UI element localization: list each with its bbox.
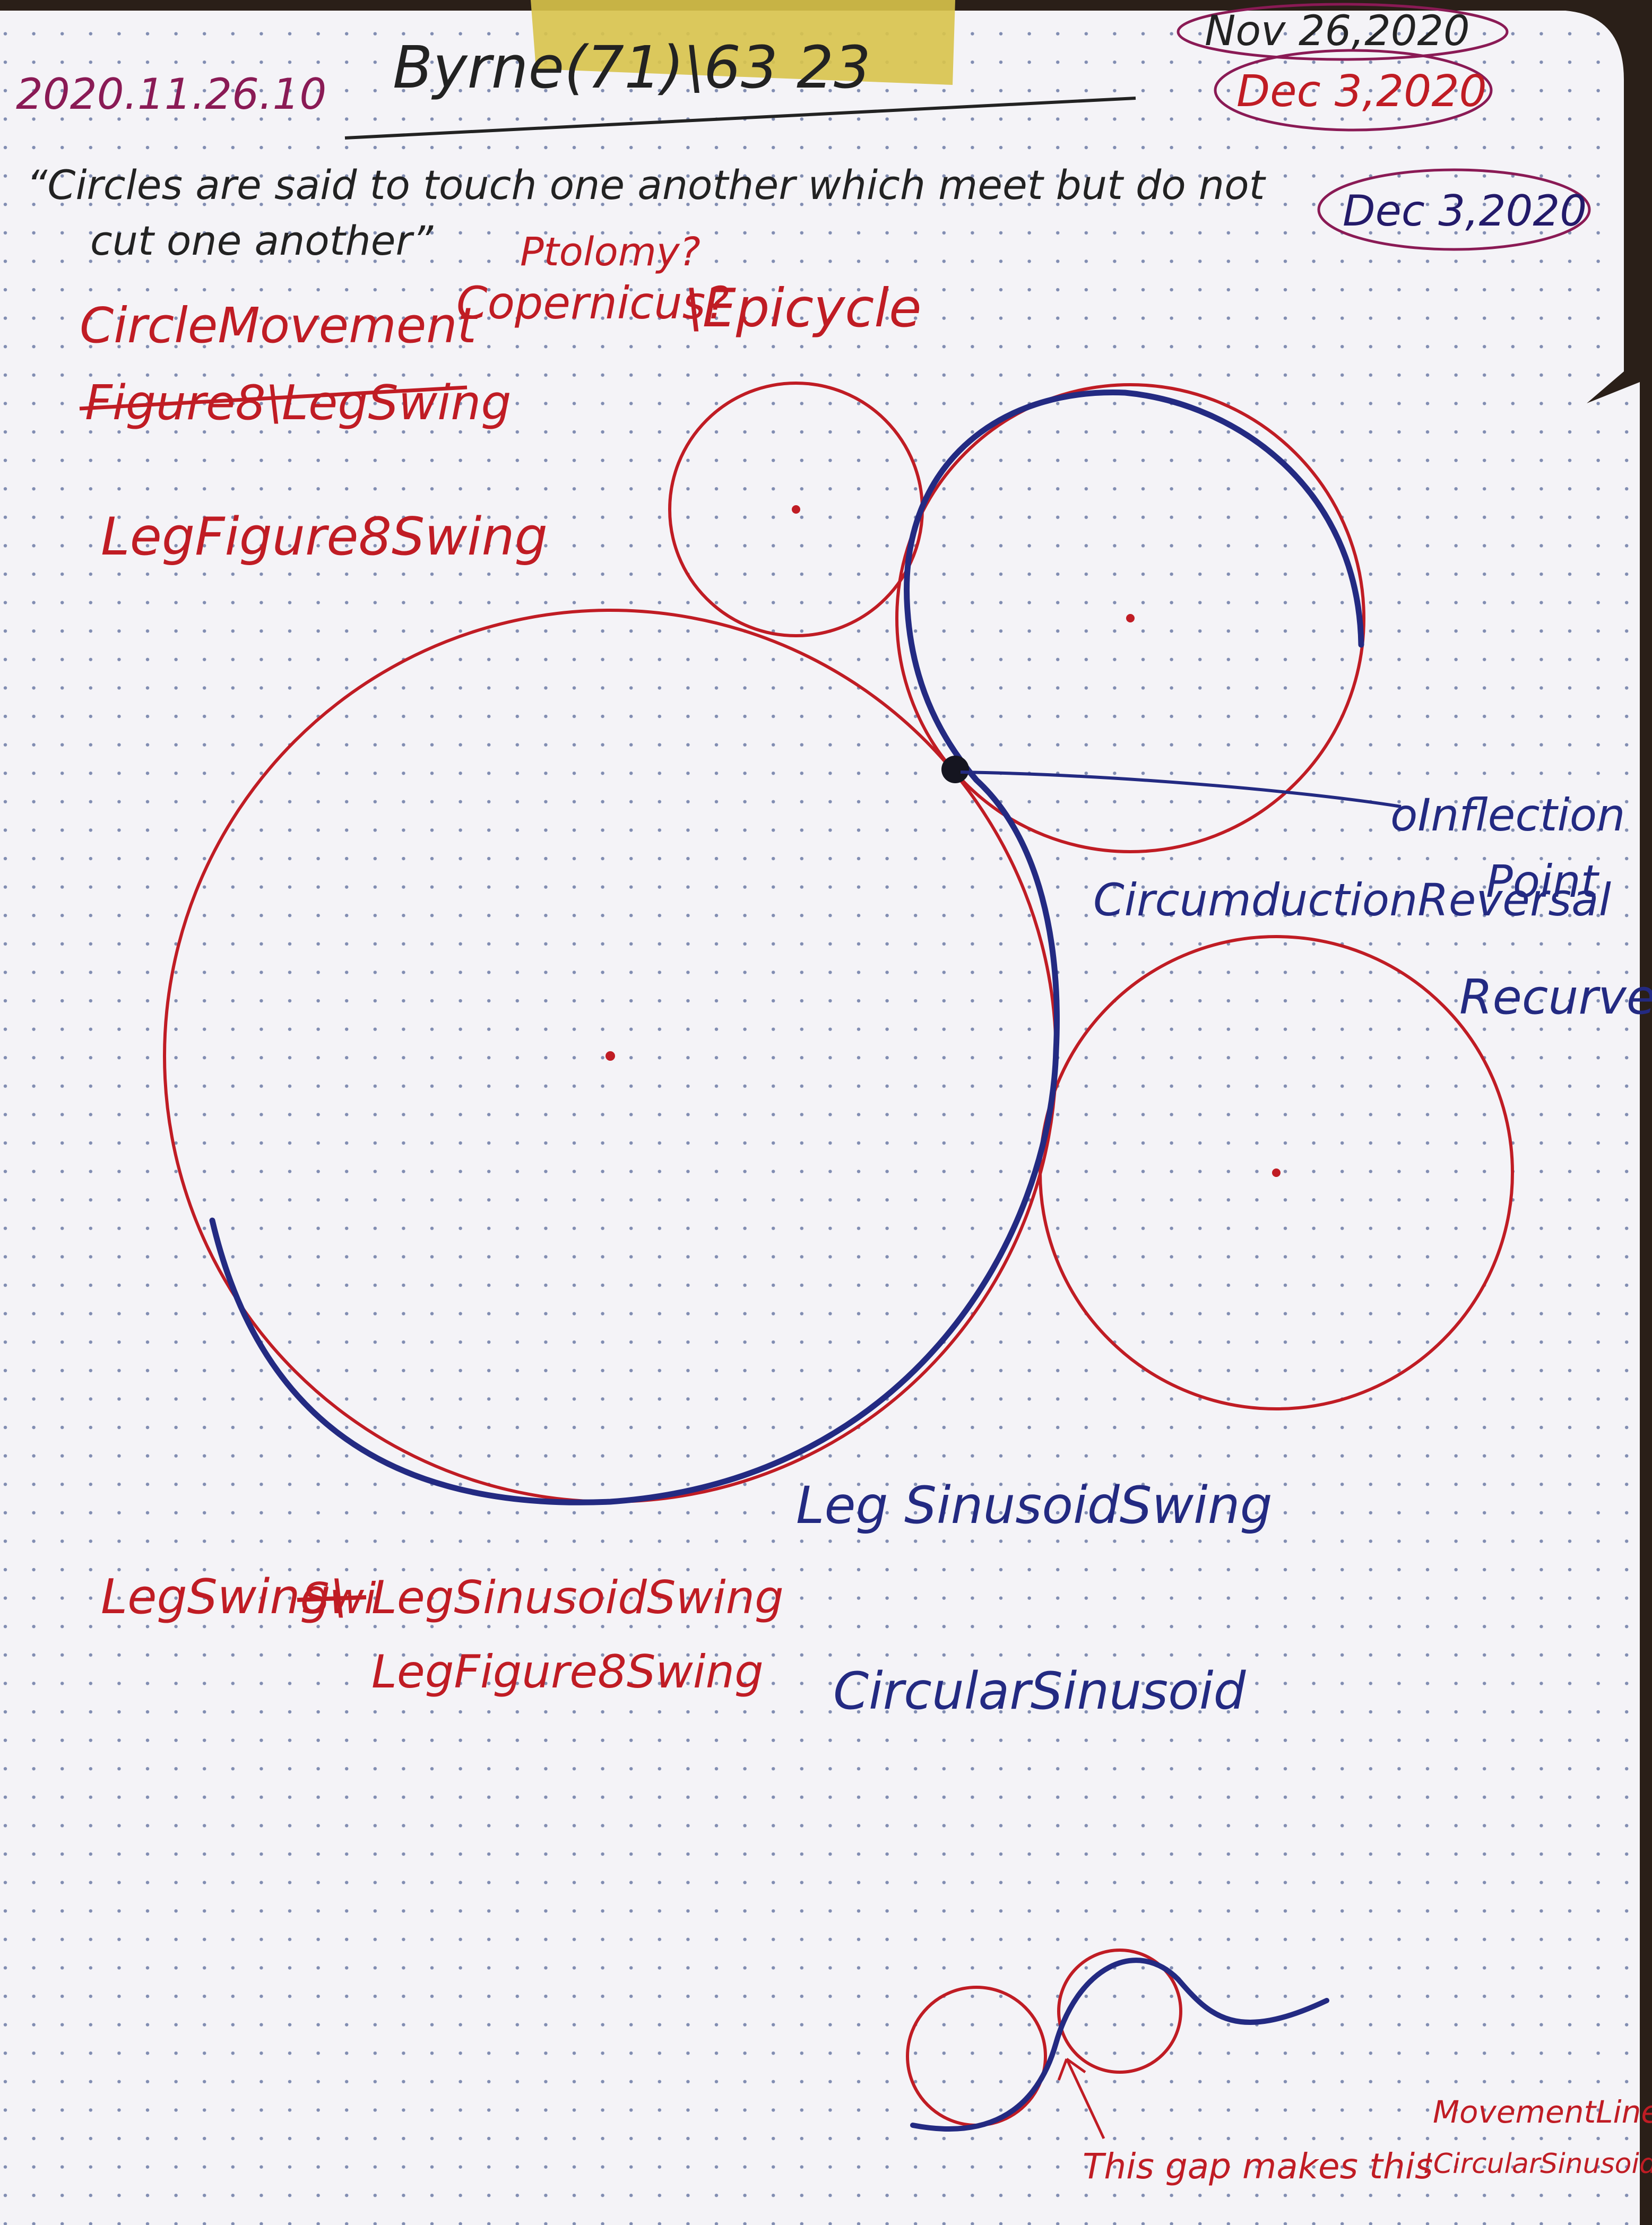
note-leg-figure8-swing: LegFigure8Swing (101, 507, 548, 567)
date-nov-oval (1177, 3, 1509, 61)
date-dec-right-oval (1317, 168, 1591, 251)
strike-figure8 (79, 385, 468, 411)
date-dec-top: Dec 3,2020 (1236, 66, 1487, 117)
date-dec-right: Dec 3,2020 (1343, 186, 1587, 236)
label-recurve: Recurve (1459, 969, 1652, 1025)
note-epicycle: \Epicycle (685, 277, 922, 339)
strike-bottom (297, 1595, 367, 1602)
quote-line-1: “Circles are said to touch one another w… (27, 161, 1267, 209)
blue-sinusoid-curve (209, 389, 1364, 1505)
label-inflection-2: Point (1486, 855, 1600, 907)
date-nov: Nov 26,2020 (1205, 7, 1470, 55)
title-underline (344, 97, 1136, 140)
note-bottom-1: LegSwing\ (101, 1569, 347, 1625)
dot-grid (0, 11, 1640, 2225)
label-leg-sinusoid-swing: Leg SinusoidSwing (796, 1476, 1273, 1535)
note-circle-movement: CircleMovement (80, 297, 478, 354)
lower-right-circle (1039, 935, 1514, 1410)
gap-note-3: !CircularSinusoid (1422, 2148, 1652, 2180)
sketch-right-circle (1057, 1949, 1182, 2074)
large-circle-center (606, 1051, 615, 1061)
title: Byrne(71)\63 23 (393, 33, 871, 101)
upper-right-circle (895, 383, 1365, 853)
inflection-point-dot (941, 756, 969, 783)
date-code: 2020.11.26.10 (16, 70, 326, 119)
note-bottom-2: LegSinusoidSwing (371, 1571, 784, 1624)
gap-note: This gap makes this (1083, 2146, 1433, 2187)
lower-right-circle-center (1272, 1168, 1281, 1177)
gap-arrow (1057, 2057, 1105, 2140)
gap-note-2: MovementLine (1433, 2094, 1652, 2130)
note-copernicus: Copernicus? (456, 277, 729, 329)
label-circumduction: CircumductionReversal (1093, 874, 1611, 926)
tape (531, 0, 955, 85)
date-dec-top-oval (1214, 49, 1493, 132)
label-inflection-1: oInflection (1390, 789, 1625, 841)
upper-right-circle-center (1126, 614, 1135, 622)
inflection-arrow (960, 770, 1402, 808)
sketch-sinusoid (910, 1958, 1329, 2132)
quote-line-2: cut one another” (90, 217, 434, 264)
small-top-circle-center (792, 505, 800, 514)
note-ptolomy: Ptolomy? (520, 229, 700, 275)
label-circular-sinusoid: CircularSinusoid (833, 1661, 1246, 1721)
note-bottom-3: LegFigure8Swing (371, 1646, 764, 1699)
